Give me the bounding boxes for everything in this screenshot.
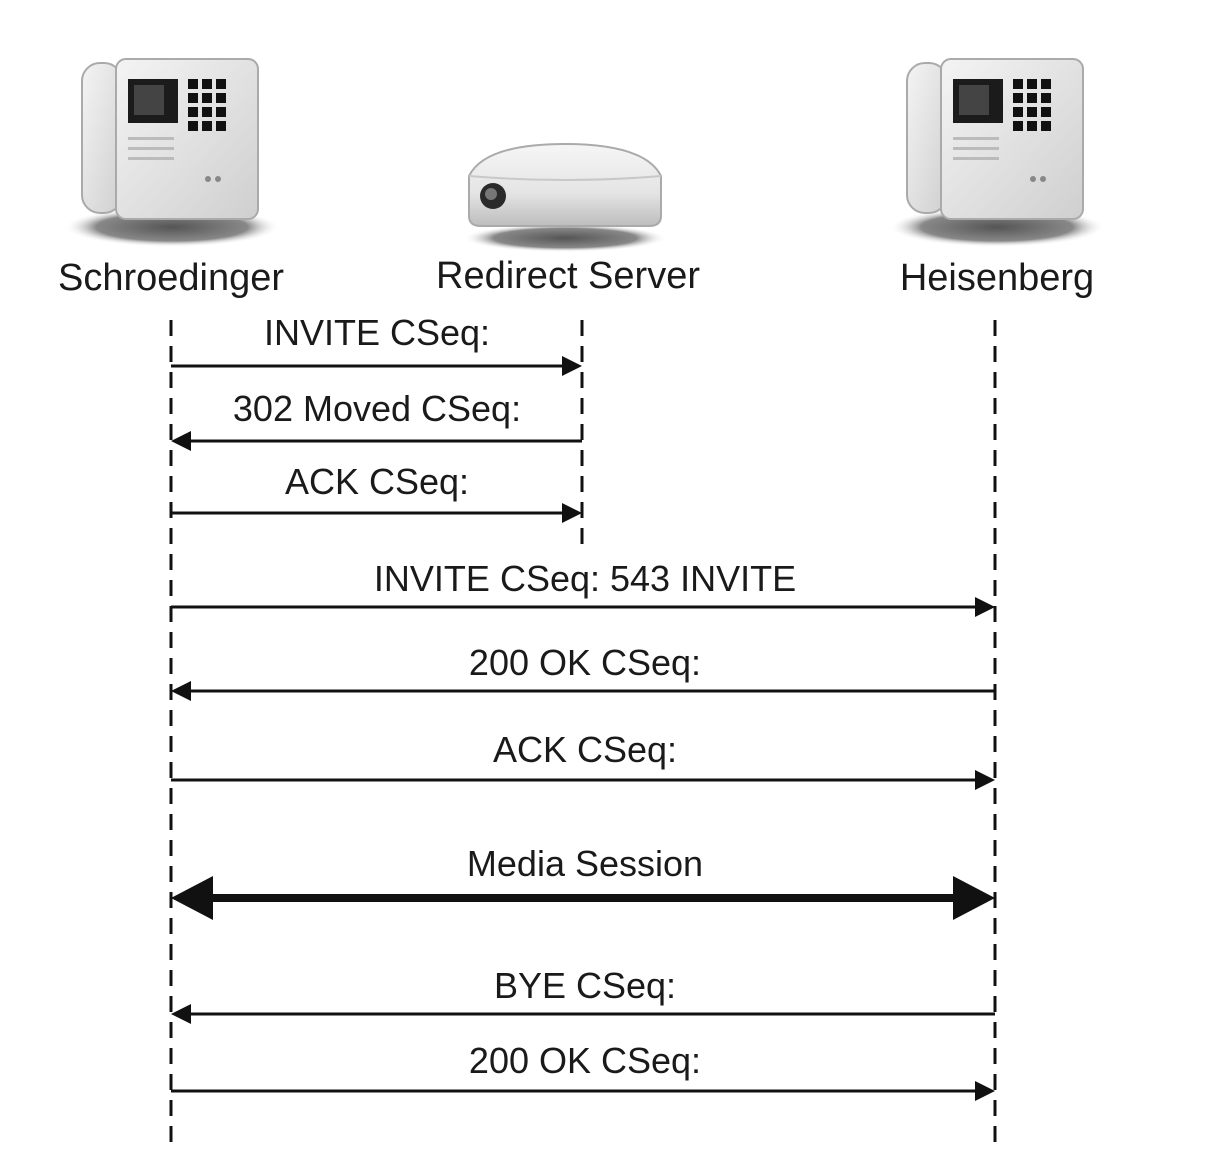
message-label: INVITE CSeq:	[264, 312, 490, 353]
participant-label-heisenberg: Heisenberg	[900, 257, 1094, 299]
media-session-arrow: Media Session	[171, 843, 995, 920]
server-icon	[463, 142, 667, 252]
message-label: ACK CSeq:	[493, 729, 677, 770]
message-302-moved: 302 Moved CSeq:	[171, 388, 582, 451]
participant-label-schroedinger: Schroedinger	[58, 257, 284, 299]
message-200-ok: 200 OK CSeq:	[171, 642, 995, 701]
desk-phone-icon	[64, 58, 280, 247]
message-invite-543: INVITE CSeq: 543 INVITE	[171, 558, 995, 617]
message-ack-redirect: ACK CSeq:	[171, 461, 582, 523]
desk-phone-icon	[889, 58, 1105, 247]
message-bye: BYE CSeq:	[171, 965, 995, 1024]
message-invite: INVITE CSeq:	[171, 312, 582, 376]
message-label: 200 OK CSeq:	[469, 1040, 701, 1081]
participant-label-redirect-server: Redirect Server	[436, 255, 700, 297]
message-ack-heisenberg: ACK CSeq:	[171, 729, 995, 790]
message-label: 200 OK CSeq:	[469, 642, 701, 683]
message-label: 302 Moved CSeq:	[233, 388, 521, 429]
message-label: ACK CSeq:	[285, 461, 469, 502]
message-label: INVITE CSeq: 543 INVITE	[374, 558, 796, 599]
message-label: BYE CSeq:	[494, 965, 676, 1006]
message-label: Media Session	[467, 843, 703, 884]
message-200-ok-bye: 200 OK CSeq:	[171, 1040, 995, 1101]
